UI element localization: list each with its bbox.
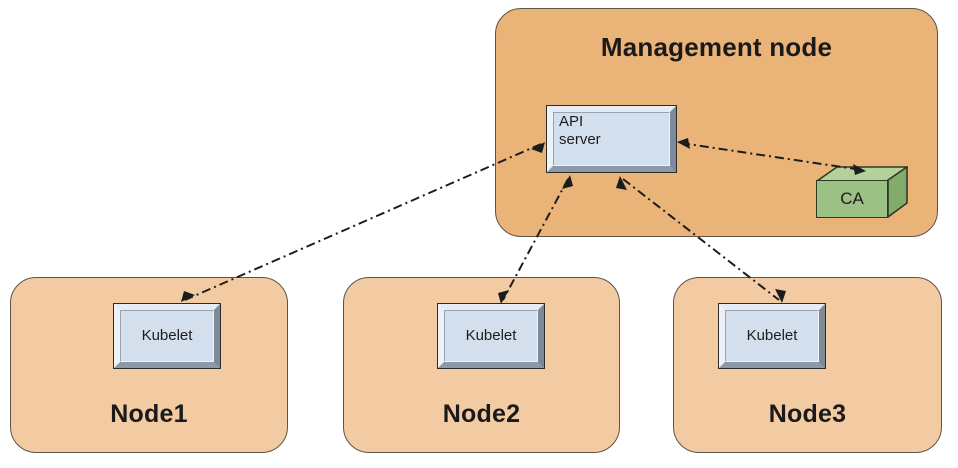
- kubelet-label-node2: Kubelet: [465, 326, 517, 344]
- worker-node-label-node3: Node3: [768, 400, 847, 428]
- kubelet-label-node1: Kubelet: [141, 326, 193, 344]
- management-node-label: Management node: [600, 32, 833, 62]
- kubelet-inner-face-node1: [120, 310, 214, 362]
- api-server-label: API server: [559, 113, 601, 149]
- ca-label: CA: [840, 189, 864, 208]
- api-server-box[interactable]: API server: [546, 105, 677, 173]
- ca-box[interactable]: CA: [816, 166, 908, 218]
- ca-box-front-face: [816, 180, 888, 218]
- kubelet-box-node2[interactable]: Kubelet: [437, 303, 545, 369]
- kubelet-box-node1[interactable]: Kubelet: [113, 303, 221, 369]
- kubelet-label-node3: Kubelet: [746, 326, 798, 344]
- api-server-inner-face: [553, 112, 670, 166]
- kubelet-inner-face-node2: [444, 310, 538, 362]
- kubelet-inner-face-node3: [725, 310, 819, 362]
- worker-node-label-node1: Node1: [110, 400, 188, 428]
- ca-box-side-face: [887, 166, 908, 218]
- worker-node-label-node2: Node2: [442, 400, 521, 428]
- kubelet-box-node3[interactable]: Kubelet: [718, 303, 826, 369]
